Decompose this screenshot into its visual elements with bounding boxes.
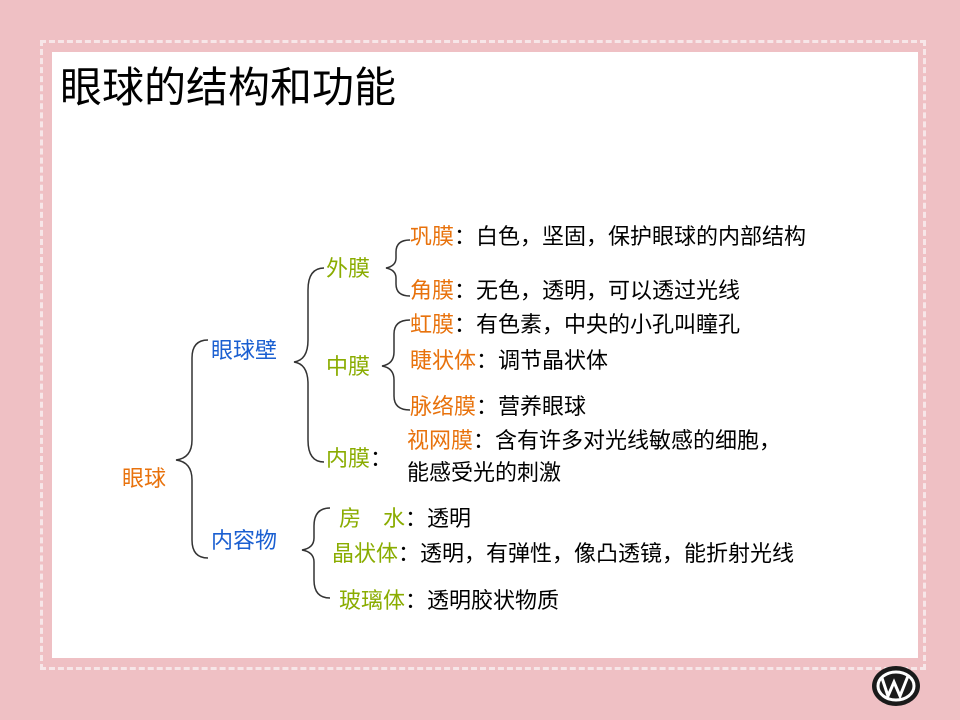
wall-brace [293,267,325,463]
aqueous-name: 房 水 [339,507,406,532]
lens-row: 晶状体：透明，有弹性，像凸透镜，能折射光线 [332,541,794,569]
retina-desc-continued: 能感受光的刺激 [407,461,562,486]
outer-brace [385,239,411,297]
choroid-desc: ：营养眼球 [476,395,587,420]
ciliary-desc: ：调节晶状体 [476,349,609,374]
inner-label-row: 内膜： [326,446,392,474]
choroid-name: 脉络膜 [410,395,477,420]
slide-content-area [52,52,918,658]
contents-brace [301,507,331,599]
lens-desc: ：透明，有弹性，像凸透镜，能折射光线 [398,542,795,567]
wall-label: 眼球壁 [211,339,278,364]
iris-row: 虹膜：有色素，中央的小孔叫瞳孔 [410,312,740,340]
lens-name: 晶状体 [332,542,399,567]
cornea-name: 角膜 [410,279,455,304]
slide-title: 眼球的结构和功能 [60,63,397,112]
vitreous-desc: ：透明胶状物质 [405,589,560,614]
cornea-desc: ：无色，透明，可以透过光线 [454,279,741,304]
iris-desc: ：有色素，中央的小孔叫瞳孔 [454,313,741,338]
middle-label: 中膜 [326,355,371,380]
aqueous-row: 房 水：透明 [339,506,471,534]
inner-label: 内膜 [326,447,371,472]
decorative-dashed-border [40,40,926,670]
sclera-desc: ：白色，坚固，保护眼球的内部结构 [454,225,807,250]
sclera-row: 巩膜：白色，坚固，保护眼球的内部结构 [410,224,806,252]
iris-name: 虹膜 [410,313,455,338]
vitreous-name: 玻璃体 [339,589,406,614]
outer-label: 外膜 [326,257,371,282]
inner-colon: ： [370,447,393,472]
ciliary-row: 睫状体：调节晶状体 [410,348,608,376]
choroid-row: 脉络膜：营养眼球 [410,394,586,422]
ciliary-name: 睫状体 [410,349,477,374]
middle-brace [381,319,411,411]
cornea-row: 角膜：无色，透明，可以透过光线 [410,278,740,306]
publisher-logo-icon [872,666,920,706]
contents-label: 内容物 [211,529,278,554]
retina-row: 视网膜：含有许多对光线敏感的细胞， [407,428,781,456]
sclera-name: 巩膜 [410,225,455,250]
aqueous-desc: ：透明 [405,507,472,532]
retina-name: 视网膜 [407,429,474,454]
retina-desc: ：含有许多对光线敏感的细胞， [473,429,782,454]
root-brace [175,339,209,559]
vitreous-row: 玻璃体：透明胶状物质 [339,588,559,616]
root-label: 眼球 [122,467,167,492]
